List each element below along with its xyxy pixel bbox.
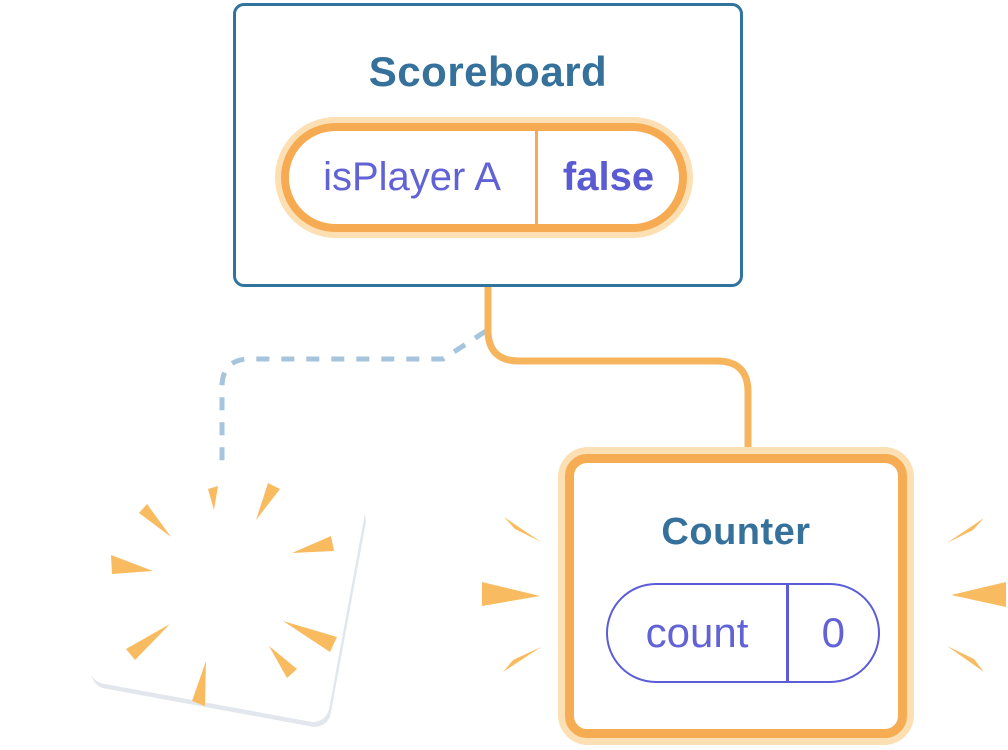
state-name-label: count <box>645 609 749 656</box>
burst-ray-icon <box>947 646 984 672</box>
counter-card-face: Counter count 0 <box>565 454 907 738</box>
destroyed-card-burst <box>111 483 337 706</box>
burst-ray-icon <box>292 536 334 553</box>
burst-ray-icon <box>139 504 171 537</box>
active-connection-line <box>484 283 752 452</box>
scoreboard-component-card: Scoreboard isPlayer A false <box>233 3 743 287</box>
burst-ray-icon <box>503 647 541 672</box>
counter-state-pill: count 0 <box>606 583 880 683</box>
state-name-label: isPlayer A <box>323 155 501 199</box>
scoreboard-title: Scoreboard <box>368 48 608 95</box>
burst-ray-icon <box>192 661 206 706</box>
scoreboard-state-pill-halo: isPlayer A false <box>275 117 693 238</box>
counter-component-card: Counter count 0 <box>558 447 914 745</box>
burst-ray-icon <box>126 624 170 660</box>
burst-ray-icon <box>111 555 153 574</box>
state-value-label: false <box>562 155 655 199</box>
destroyed-component-card <box>89 462 366 727</box>
state-pill-divider <box>535 131 538 224</box>
burst-ray-icon <box>951 582 1006 607</box>
counter-title: Counter <box>661 511 811 553</box>
counter-emphasis-burst <box>482 517 1006 672</box>
removed-connection-dashed-line <box>219 328 488 470</box>
state-pill-divider <box>786 585 789 681</box>
burst-ray-icon <box>947 518 984 543</box>
burst-ray-icon <box>504 517 541 542</box>
burst-ray-icon <box>208 486 218 510</box>
burst-ray-icon <box>256 483 280 520</box>
burst-ray-icon <box>283 621 337 652</box>
destroyed-card-face <box>89 462 365 722</box>
state-value-label: 0 <box>821 609 845 656</box>
scoreboard-state-pill: isPlayer A false <box>281 123 687 232</box>
burst-ray-icon <box>269 646 297 678</box>
burst-ray-icon <box>482 582 540 606</box>
